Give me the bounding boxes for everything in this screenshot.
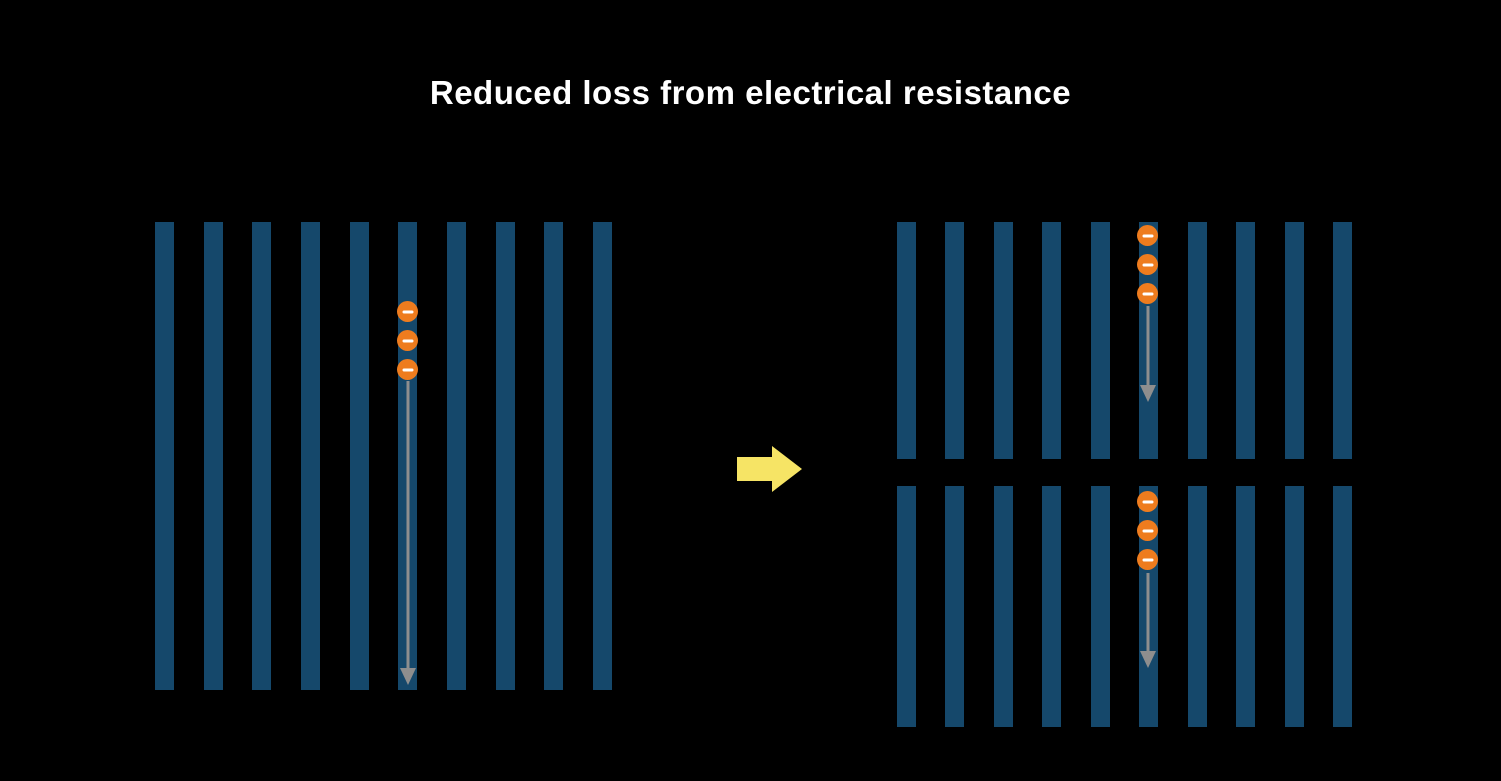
- minus-circle-icon: [1137, 520, 1158, 541]
- minus-icon: [1142, 529, 1153, 532]
- minus-circle-icon: [397, 301, 418, 322]
- arrow-line: [1146, 573, 1149, 651]
- arrow-shaft: [737, 457, 772, 481]
- cell-bar: [1042, 222, 1062, 459]
- minus-circle-icon: [397, 330, 418, 351]
- full-cell-panel: [155, 222, 612, 690]
- cell-bar: [203, 222, 223, 690]
- minus-icon: [402, 310, 413, 313]
- electron-group-half-cell-bottom: [1137, 491, 1158, 570]
- cell-bar: [993, 486, 1013, 727]
- half-cell-bottom-panel: [897, 486, 1352, 727]
- electron-group-full-cell: [397, 301, 418, 380]
- cell-bar: [1187, 486, 1207, 727]
- down-arrow-icon: [1139, 306, 1156, 402]
- minus-icon: [402, 339, 413, 342]
- diagram-title: Reduced loss from electrical resistance: [429, 74, 1072, 111]
- cell-bar: [993, 222, 1013, 459]
- cell-bar: [300, 222, 320, 690]
- cell-bar: [495, 222, 515, 690]
- cell-bar: [349, 222, 369, 690]
- cell-bar: [1187, 222, 1207, 459]
- minus-circle-icon: [1137, 225, 1158, 246]
- arrow-line: [406, 381, 409, 668]
- minus-circle-icon: [1137, 549, 1158, 570]
- cell-bar: [1284, 486, 1304, 727]
- arrow-tip: [772, 446, 802, 492]
- cell-bar: [1236, 222, 1256, 459]
- minus-icon: [1142, 558, 1153, 561]
- cell-bar: [1042, 486, 1062, 727]
- cell-bar: [897, 486, 916, 727]
- minus-circle-icon: [1137, 491, 1158, 512]
- cell-bar: [1332, 222, 1352, 459]
- cell-bar: [1090, 486, 1110, 727]
- down-arrow-icon: [399, 381, 416, 686]
- minus-circle-icon: [1137, 254, 1158, 275]
- cell-bar: [1236, 486, 1256, 727]
- arrow-head: [1139, 385, 1156, 402]
- cell-bar: [1332, 486, 1352, 727]
- arrow-head: [399, 668, 416, 685]
- electron-group-half-cell-top: [1137, 225, 1158, 304]
- minus-icon: [1142, 263, 1153, 266]
- cell-bar: [155, 222, 174, 690]
- cell-bar: [1090, 222, 1110, 459]
- minus-icon: [402, 368, 413, 371]
- right-arrow-icon: [737, 446, 802, 492]
- cell-bar: [1284, 222, 1304, 459]
- minus-circle-icon: [397, 359, 418, 380]
- cell-bar: [446, 222, 466, 690]
- minus-icon: [1142, 500, 1153, 503]
- cell-bar: [897, 222, 916, 459]
- down-arrow-icon: [1139, 573, 1156, 668]
- cell-bar: [945, 486, 965, 727]
- minus-circle-icon: [1137, 283, 1158, 304]
- cell-bar: [544, 222, 564, 690]
- cell-bar: [252, 222, 272, 690]
- cell-bar: [945, 222, 965, 459]
- half-cell-top-panel: [897, 222, 1352, 459]
- minus-icon: [1142, 234, 1153, 237]
- minus-icon: [1142, 292, 1153, 295]
- arrow-line: [1146, 306, 1149, 385]
- arrow-head: [1139, 651, 1156, 668]
- cell-bar: [592, 222, 612, 690]
